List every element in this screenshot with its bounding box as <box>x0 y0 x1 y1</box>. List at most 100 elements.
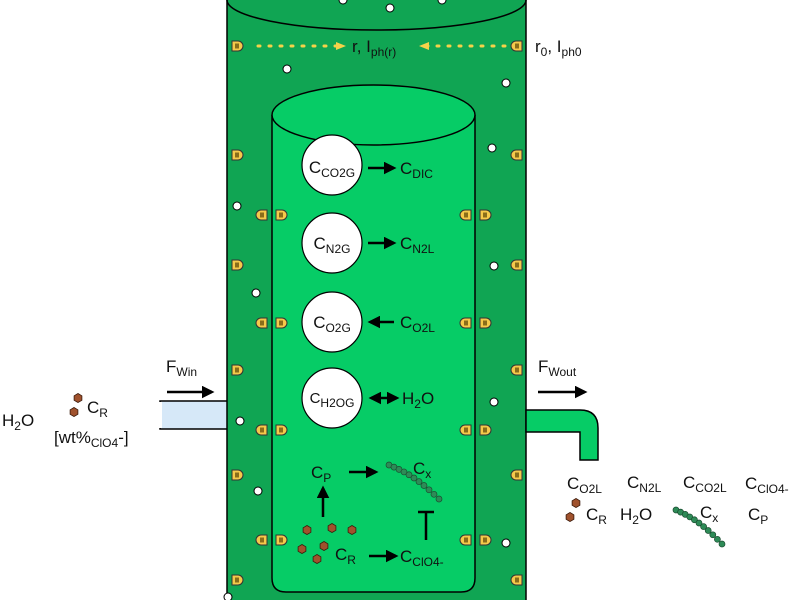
led-light-icon <box>510 259 523 271</box>
label-subscript: 0 <box>541 45 548 59</box>
led-light-icon <box>459 534 472 546</box>
label-text: C <box>627 473 639 492</box>
label-wt-clo4: [wt%ClO4-] <box>54 428 129 450</box>
label-c-r: CR <box>335 545 356 567</box>
led-light-icon <box>510 40 523 52</box>
label-subscript: O2G <box>325 321 350 335</box>
label-subscript: N2L <box>412 242 434 256</box>
led-light-icon <box>510 364 523 376</box>
label-text: C <box>586 505 598 524</box>
label-text: C <box>400 547 412 566</box>
label-text: C <box>748 505 760 524</box>
label-subscript: R <box>99 406 108 420</box>
label-subscript: x <box>712 511 718 525</box>
label-c-o2l: CO2L <box>400 313 435 335</box>
led-light-icon <box>255 317 268 329</box>
label-subscript: N2G <box>326 242 351 256</box>
label-text: C <box>683 473 695 492</box>
substrate-particle-icon <box>69 407 79 417</box>
label-out-h2o: H2O <box>620 505 652 527</box>
label-text: C <box>309 158 321 177</box>
label-out-c-clo4: CClO4- <box>745 474 789 496</box>
bubble-co2g <box>301 134 363 196</box>
gas-bubble-dot <box>487 143 497 153</box>
label-c-o2g: CO2G <box>313 313 351 335</box>
label-out-c-n2l: CN2L <box>627 473 662 495</box>
label-subscript: Wout <box>548 365 576 379</box>
inlet-pipe <box>159 400 229 430</box>
led-light-icon <box>255 209 268 221</box>
label-subscript: ph(r) <box>371 45 396 59</box>
label-text: C <box>400 159 412 178</box>
gas-bubble-dot <box>235 416 245 426</box>
gas-bubble-dot <box>232 201 242 211</box>
led-light-icon <box>275 424 288 436</box>
label-text: r, I <box>352 37 371 56</box>
label-text: C <box>314 234 326 253</box>
led-light-icon <box>479 534 492 546</box>
label-subscript: CO2L <box>695 481 727 495</box>
label-subscript: ClO4 <box>91 436 119 450</box>
label-text: C <box>310 390 321 407</box>
gas-bubble-dot <box>489 261 499 271</box>
label-subscript: ClO4- <box>412 555 443 569</box>
label-text: O <box>421 389 434 408</box>
label-text: F <box>166 357 176 376</box>
label-c-n2g: CN2G <box>314 234 351 256</box>
label-c-r-inlet: CR <box>87 398 108 420</box>
label-text: C <box>313 313 325 332</box>
label-text: C <box>413 459 425 478</box>
gas-bubble-dot <box>253 486 263 496</box>
label-c-p: CP <box>311 463 331 485</box>
label-c-h2og: CH2OG <box>310 390 355 410</box>
led-light-icon <box>510 149 523 161</box>
bubble-h2og <box>301 367 363 429</box>
led-light-icon <box>231 364 244 376</box>
substrate-particle-icon <box>347 525 357 535</box>
label-text: C <box>567 474 579 493</box>
gas-bubble-dot <box>489 397 499 407</box>
label-text: C <box>745 474 757 493</box>
label-text: C <box>700 503 712 522</box>
led-light-icon <box>231 40 244 52</box>
led-light-icon <box>231 149 244 161</box>
led-light-icon <box>479 209 492 221</box>
bubble-o2g <box>301 291 363 353</box>
label-c-n2l: CN2L <box>400 234 435 256</box>
label-c-x: Cx <box>413 459 431 481</box>
label-subscript: ph0 <box>562 45 582 59</box>
label-text: H <box>620 505 632 524</box>
label-subscript: x <box>425 467 431 481</box>
led-light-icon <box>275 209 288 221</box>
label-text: C <box>400 313 412 332</box>
label-out-c-co2l: CCO2L <box>683 473 727 495</box>
label-subscript: 2 <box>414 397 421 411</box>
label-subscript: R <box>598 513 607 527</box>
label-text: H <box>2 411 14 430</box>
substrate-particle-icon <box>312 554 322 564</box>
led-light-icon <box>231 574 244 586</box>
label-r-iph: r, Iph(r) <box>352 37 396 59</box>
label-subscript: O2L <box>579 482 602 496</box>
label-c-clo4: CClO4- <box>400 547 444 569</box>
label-h2o-inner: H2O <box>402 389 434 411</box>
led-light-icon <box>510 574 523 586</box>
label-out-c-r: CR <box>586 505 607 527</box>
biomass-chain-icon <box>385 461 443 503</box>
label-subscript: N2L <box>639 481 661 495</box>
label-text: F <box>538 357 548 376</box>
label-subscript: P <box>323 471 331 485</box>
label-r0-iph0: r0, Iph0 <box>535 37 582 59</box>
substrate-particle-icon <box>327 523 337 533</box>
substrate-particle-icon <box>319 541 329 551</box>
gas-bubble-dot <box>223 592 233 600</box>
label-text: C <box>311 463 323 482</box>
label-text: -] <box>118 428 128 447</box>
label-f-win: FWin <box>166 357 197 379</box>
label-subscript: Win <box>176 365 197 379</box>
label-subscript: DIC <box>412 167 433 181</box>
label-text: [wt% <box>54 428 91 447</box>
label-subscript: CO2G <box>321 166 355 180</box>
label-subscript: ClO4- <box>757 482 788 496</box>
label-h2o-inlet: H2O <box>2 411 34 433</box>
